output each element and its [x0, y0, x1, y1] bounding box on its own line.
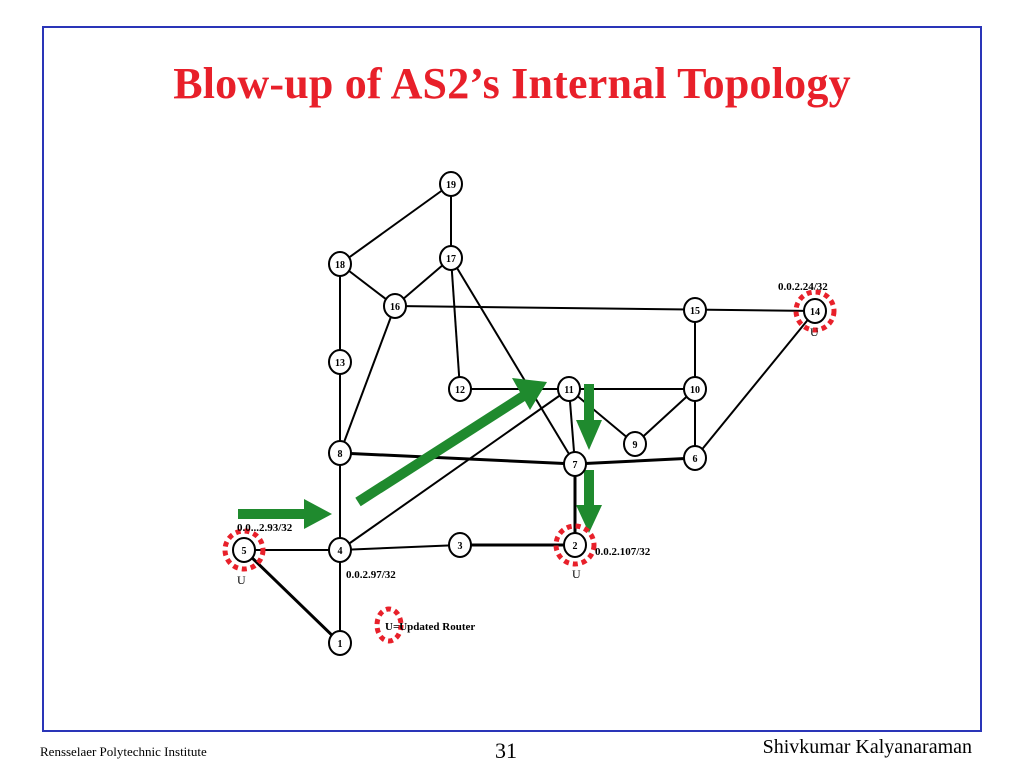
svg-text:12: 12 — [455, 385, 465, 396]
link-8-7 — [339, 451, 576, 466]
topology-nodes: 19 18 17 16 15 13 12 11 10 9 8 7 6 4 3 1… — [222, 171, 837, 656]
node-10: 10 — [683, 376, 707, 402]
link-4-11 — [339, 388, 570, 551]
slide-frame — [42, 26, 982, 732]
node-4: 4 — [328, 537, 352, 563]
node14-address-label: 0.0.2.24/32 — [778, 281, 828, 293]
updated-marker-5: U — [237, 573, 246, 587]
svg-text:7: 7 — [573, 460, 578, 471]
link-17-7 — [450, 257, 576, 465]
svg-text:8: 8 — [338, 449, 343, 460]
arrow-down-upper-icon — [576, 384, 602, 450]
node4-address-label: 0.0.2.97/32 — [346, 569, 396, 581]
link-7-6 — [574, 456, 696, 466]
node-7: 7 — [563, 451, 587, 477]
svg-text:1: 1 — [338, 639, 343, 650]
node-1: 1 — [328, 630, 352, 656]
arrow-diagonal-icon — [355, 378, 547, 507]
footer-institution: Rensselaer Polytechnic Institute — [40, 744, 207, 759]
legend-ring-icon — [374, 606, 404, 644]
link-6-14 — [694, 310, 816, 459]
link-5-1 — [242, 548, 342, 645]
address-labels: 0.0...2.93/32 0.0.2.97/32 0.0.2.107/32 0… — [237, 281, 828, 587]
node-17: 17 — [439, 245, 463, 271]
topology-links — [242, 183, 816, 645]
link-4-3 — [339, 544, 461, 551]
node-13: 13 — [328, 349, 352, 375]
legend-text: U=Updated Router — [385, 621, 475, 633]
legend: U=Updated Router — [374, 606, 475, 644]
svg-text:17: 17 — [446, 254, 456, 265]
route-arrows — [238, 378, 602, 533]
node-18: 18 — [328, 251, 352, 277]
node-15: 15 — [683, 297, 707, 323]
node-16: 16 — [383, 293, 407, 319]
link-16-14 — [394, 305, 816, 312]
node2-address-label: 0.0.2.107/32 — [595, 546, 651, 558]
node-8: 8 — [328, 440, 352, 466]
node-19: 19 — [439, 171, 463, 197]
svg-text:13: 13 — [335, 358, 345, 369]
svg-text:14: 14 — [810, 307, 820, 318]
svg-text:10: 10 — [690, 385, 700, 396]
node-11: 11 — [557, 376, 581, 402]
arrow-down-lower-icon — [576, 470, 602, 533]
updated-marker-14: U — [810, 325, 819, 339]
arrow-right-icon — [238, 499, 332, 529]
node-6: 6 — [683, 445, 707, 471]
updated-marker-2: U — [572, 567, 581, 581]
svg-text:6: 6 — [693, 454, 698, 465]
node-5-updated: 5 — [222, 528, 266, 572]
node-3: 3 — [448, 532, 472, 558]
svg-text:16: 16 — [390, 302, 400, 313]
link-19-18 — [339, 183, 452, 265]
node-9: 9 — [623, 431, 647, 457]
slide-title: Blow-up of AS2’s Internal Topology — [173, 59, 851, 108]
node-12: 12 — [448, 376, 472, 402]
svg-text:9: 9 — [633, 440, 638, 451]
svg-text:2: 2 — [573, 541, 578, 552]
node5-address-label: 0.0...2.93/32 — [237, 522, 293, 534]
link-17-12 — [450, 257, 461, 390]
svg-text:4: 4 — [338, 546, 343, 557]
svg-text:11: 11 — [564, 385, 573, 396]
svg-text:19: 19 — [446, 180, 456, 191]
node-2-updated: 2 — [553, 523, 597, 567]
svg-text:18: 18 — [335, 260, 345, 271]
footer-author: Shivkumar Kalyanaraman — [762, 736, 972, 758]
svg-text:3: 3 — [458, 541, 463, 552]
page-number: 31 — [495, 738, 517, 763]
svg-text:5: 5 — [242, 546, 247, 557]
link-16-8 — [339, 305, 396, 454]
link-11-9 — [568, 388, 636, 445]
node-14-updated: 14 — [793, 289, 837, 333]
svg-text:15: 15 — [690, 306, 700, 317]
link-9-10 — [634, 388, 696, 445]
